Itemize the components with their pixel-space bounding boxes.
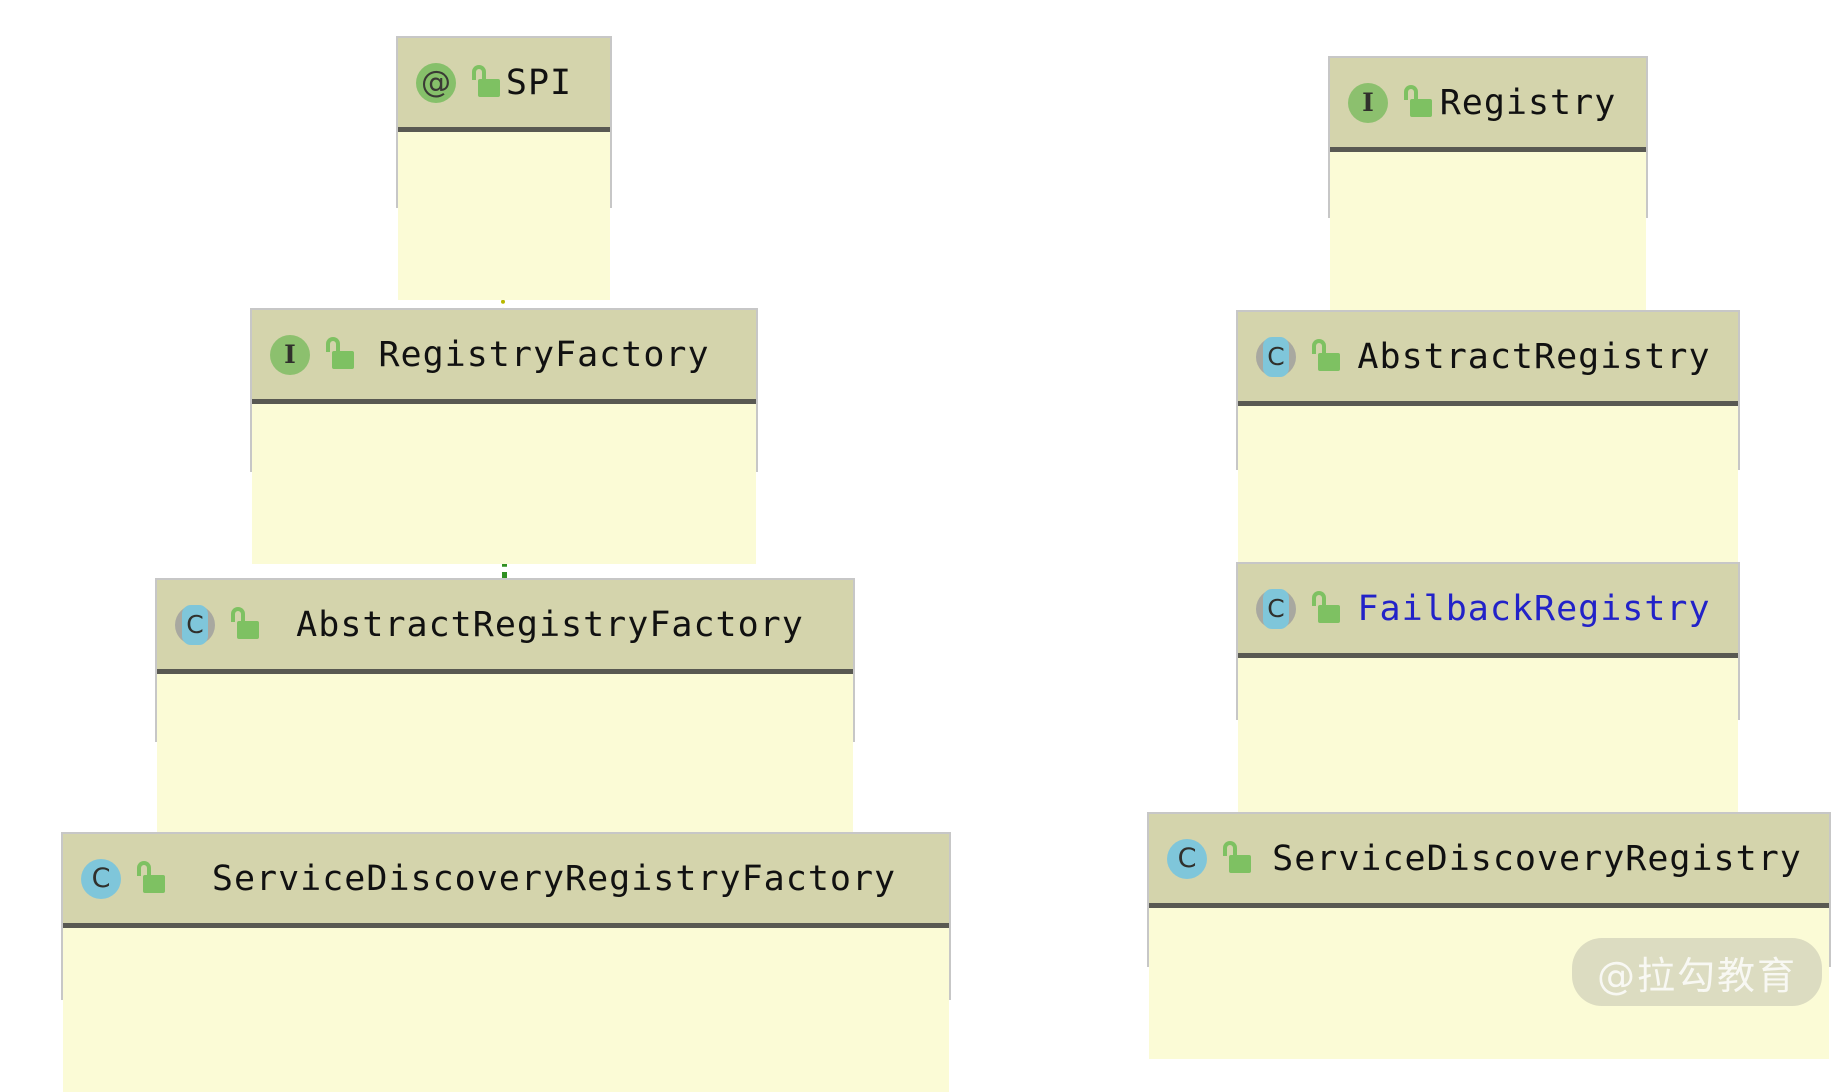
class-box-header: C ServiceDiscoveryRegistryFactory [63, 834, 949, 928]
class-icons: @ [416, 62, 500, 103]
unlock-icon [1402, 84, 1432, 121]
watermark: @拉勾教育 [1572, 938, 1822, 1006]
class-box-header: C AbstractRegistry [1238, 312, 1738, 406]
class-box-abstract-registry-factory[interactable]: C AbstractRegistryFactory [155, 578, 855, 834]
class-box-spi[interactable]: @ SPI [396, 36, 612, 300]
interface-i-icon: I [270, 334, 310, 375]
class-icons: C [81, 858, 165, 899]
unlock-icon [324, 336, 354, 373]
unlock-icon [1221, 840, 1251, 877]
class-name-service-discovery-registry: ServiceDiscoveryRegistry [1272, 838, 1802, 879]
unlock-icon [229, 606, 259, 643]
class-box-header: @ SPI [398, 38, 610, 132]
unlock-icon [1310, 590, 1340, 627]
class-c-icon: C [1167, 838, 1207, 879]
class-icons: C [175, 604, 259, 645]
class-box-members [252, 404, 756, 564]
class-box-registry-factory[interactable]: I RegistryFactory [250, 308, 758, 564]
class-box-members [1238, 658, 1738, 812]
class-box-header: I Registry [1330, 58, 1646, 152]
class-box-service-discovery-registry-factory[interactable]: C ServiceDiscoveryRegistryFactory [61, 832, 951, 1092]
class-box-header: C FailbackRegistry [1238, 564, 1738, 658]
class-box-header: C AbstractRegistryFactory [157, 580, 853, 674]
abstract-class-c-icon: C [1256, 588, 1296, 629]
class-box-failback-registry[interactable]: C FailbackRegistry [1236, 562, 1740, 812]
abstract-class-c-icon: C [175, 604, 215, 645]
class-icons: C [1167, 838, 1251, 879]
annotation-at-icon: @ [416, 62, 456, 103]
class-name-abstract-registry-factory: AbstractRegistryFactory [296, 604, 804, 645]
class-box-members [1330, 152, 1646, 310]
class-icons: I [1348, 82, 1432, 123]
class-box-service-discovery-registry[interactable]: C ServiceDiscoveryRegistry [1147, 812, 1831, 1059]
unlock-icon [135, 860, 165, 897]
class-icons: C [1256, 588, 1340, 629]
class-box-members [398, 132, 610, 300]
class-box-abstract-registry[interactable]: C AbstractRegistry [1236, 310, 1740, 562]
class-box-members [63, 928, 949, 1092]
class-box-members [157, 674, 853, 834]
unlock-icon [470, 64, 500, 101]
class-box-members [1238, 406, 1738, 562]
class-c-icon: C [81, 858, 121, 899]
class-icons: C [1256, 336, 1340, 377]
class-box-header: I RegistryFactory [252, 310, 756, 404]
class-box-registry[interactable]: I Registry [1328, 56, 1648, 310]
abstract-class-c-icon: C [1256, 336, 1296, 377]
diagram-canvas: @ SPI I RegistryFactory [61, 36, 1831, 1092]
class-icons: I [270, 334, 354, 375]
class-name-service-discovery-registry-factory: ServiceDiscoveryRegistryFactory [211, 858, 897, 899]
class-box-header: C ServiceDiscoveryRegistry [1149, 814, 1829, 908]
unlock-icon [1310, 338, 1340, 375]
interface-i-icon: I [1348, 82, 1388, 123]
